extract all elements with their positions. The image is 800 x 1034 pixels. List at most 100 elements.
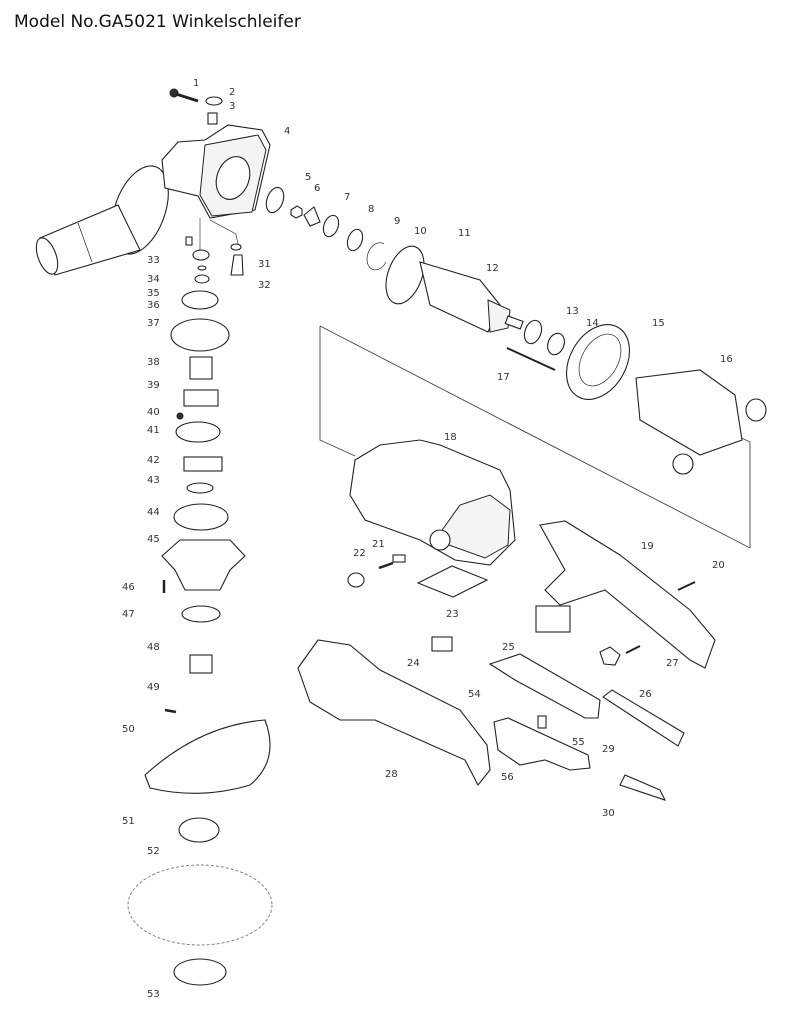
spindle-washer-icon — [186, 482, 214, 494]
part-label-27: 27 — [666, 658, 679, 669]
part-label-48: 48 — [147, 642, 160, 653]
lever-icon — [205, 96, 223, 106]
small-screw-icon — [176, 412, 184, 420]
part-label-17: 17 — [497, 372, 510, 383]
bearing-retainer-plate-icon — [175, 421, 221, 443]
insulation-washer-icon — [523, 319, 543, 345]
part-label-32: 32 — [258, 280, 271, 291]
inner-flange-icon — [178, 817, 220, 843]
lock-off-lever-icon — [493, 717, 591, 771]
ring-icon — [183, 389, 219, 407]
hex-nut-icon — [290, 205, 303, 219]
part-label-30: 30 — [602, 808, 615, 819]
flat-washer-small-icon — [194, 274, 210, 284]
rubber-ring-icon — [265, 186, 285, 214]
wheel-guard-icon — [144, 719, 271, 794]
spindle-bearing-icon — [183, 456, 223, 472]
part-label-21: 21 — [372, 539, 385, 550]
part-label-51: 51 — [122, 816, 135, 827]
part-label-12: 12 — [486, 263, 499, 274]
part-label-45: 45 — [147, 534, 160, 545]
part-label-55: 55 — [572, 737, 585, 748]
part-label-2: 2 — [229, 87, 235, 98]
side-handle-icon — [35, 165, 169, 276]
part-label-24: 24 — [407, 658, 420, 669]
handle-cover-icon — [539, 520, 716, 669]
part-label-47: 47 — [122, 609, 135, 620]
part-label-20: 20 — [712, 560, 725, 571]
part-label-38: 38 — [147, 357, 160, 368]
part-label-10: 10 — [414, 226, 427, 237]
part-label-11: 11 — [458, 228, 471, 239]
part-label-4: 4 — [284, 126, 290, 137]
bearing-icon — [322, 214, 340, 238]
o-ring-small-icon — [230, 243, 242, 251]
screw-27-icon — [625, 645, 641, 654]
part-label-25: 25 — [502, 642, 515, 653]
part-label-9: 9 — [394, 216, 400, 227]
part-label-33: 33 — [147, 255, 160, 266]
assembly-outline-left — [319, 326, 356, 457]
part-label-37: 37 — [147, 318, 160, 329]
part-label-5: 5 — [305, 172, 311, 183]
part-label-6: 6 — [314, 183, 320, 194]
washer-icon — [346, 228, 364, 252]
o-ring-large-icon — [173, 503, 229, 531]
power-cord-icon — [619, 774, 667, 801]
part-label-18: 18 — [444, 432, 457, 443]
labyrinth-ring-icon — [181, 605, 221, 623]
part-label-23: 23 — [446, 609, 459, 620]
large-bevel-gear-icon — [170, 318, 230, 352]
part-label-34: 34 — [147, 274, 160, 285]
labyrinth-plate-icon — [181, 290, 219, 310]
switch-icon — [535, 605, 571, 633]
switch-lever-icon — [488, 653, 601, 719]
part-label-35: 35 — [147, 288, 160, 299]
part-label-15: 15 — [652, 318, 665, 329]
field-coil-icon — [635, 369, 767, 475]
part-label-56: 56 — [501, 772, 514, 783]
ball-bearing-small-icon — [547, 332, 565, 356]
part-label-52: 52 — [147, 846, 160, 857]
cord-guard-icon — [602, 689, 685, 747]
part-label-7: 7 — [344, 192, 350, 203]
part-label-1: 1 — [193, 78, 199, 89]
armature-icon — [385, 245, 524, 333]
bearing-box-icon — [161, 539, 246, 591]
part-label-40: 40 — [147, 407, 160, 418]
part-label-14: 14 — [586, 318, 599, 329]
rubber-pin-icon — [185, 236, 193, 246]
motor-housing-icon — [349, 439, 516, 566]
bevel-gear-icon — [303, 206, 321, 227]
noise-suppressor-icon — [431, 636, 453, 652]
carbon-brush-icon — [378, 554, 406, 570]
retaining-ring-icon — [366, 242, 387, 271]
part-label-42: 42 — [147, 455, 160, 466]
part-label-13: 13 — [566, 306, 579, 317]
part-label-54: 54 — [468, 689, 481, 700]
handle-set-icon — [297, 639, 491, 787]
part-label-36: 36 — [147, 300, 160, 311]
screw-20-icon — [677, 581, 696, 591]
spindle-thread-icon — [189, 356, 213, 380]
hex-bolt-icon — [164, 708, 177, 714]
part-label-49: 49 — [147, 682, 160, 693]
assembly-outline-diagonal — [319, 325, 751, 549]
spindle-icon — [189, 654, 213, 674]
part-label-3: 3 — [229, 101, 235, 112]
part-label-19: 19 — [641, 541, 654, 552]
o-ring-tiny-icon — [197, 265, 207, 271]
part-label-50: 50 — [122, 724, 135, 735]
diagram-title: Model No.GA5021 Winkelschleifer — [14, 12, 301, 32]
part-label-16: 16 — [720, 354, 733, 365]
pin-icon — [230, 254, 244, 276]
part-label-39: 39 — [147, 380, 160, 391]
lock-nut-icon — [173, 958, 227, 986]
part-label-22: 22 — [353, 548, 366, 559]
part-label-53: 53 — [147, 989, 160, 1000]
name-plate-icon — [416, 565, 489, 598]
part-label-31: 31 — [258, 259, 271, 270]
part-label-41: 41 — [147, 425, 160, 436]
